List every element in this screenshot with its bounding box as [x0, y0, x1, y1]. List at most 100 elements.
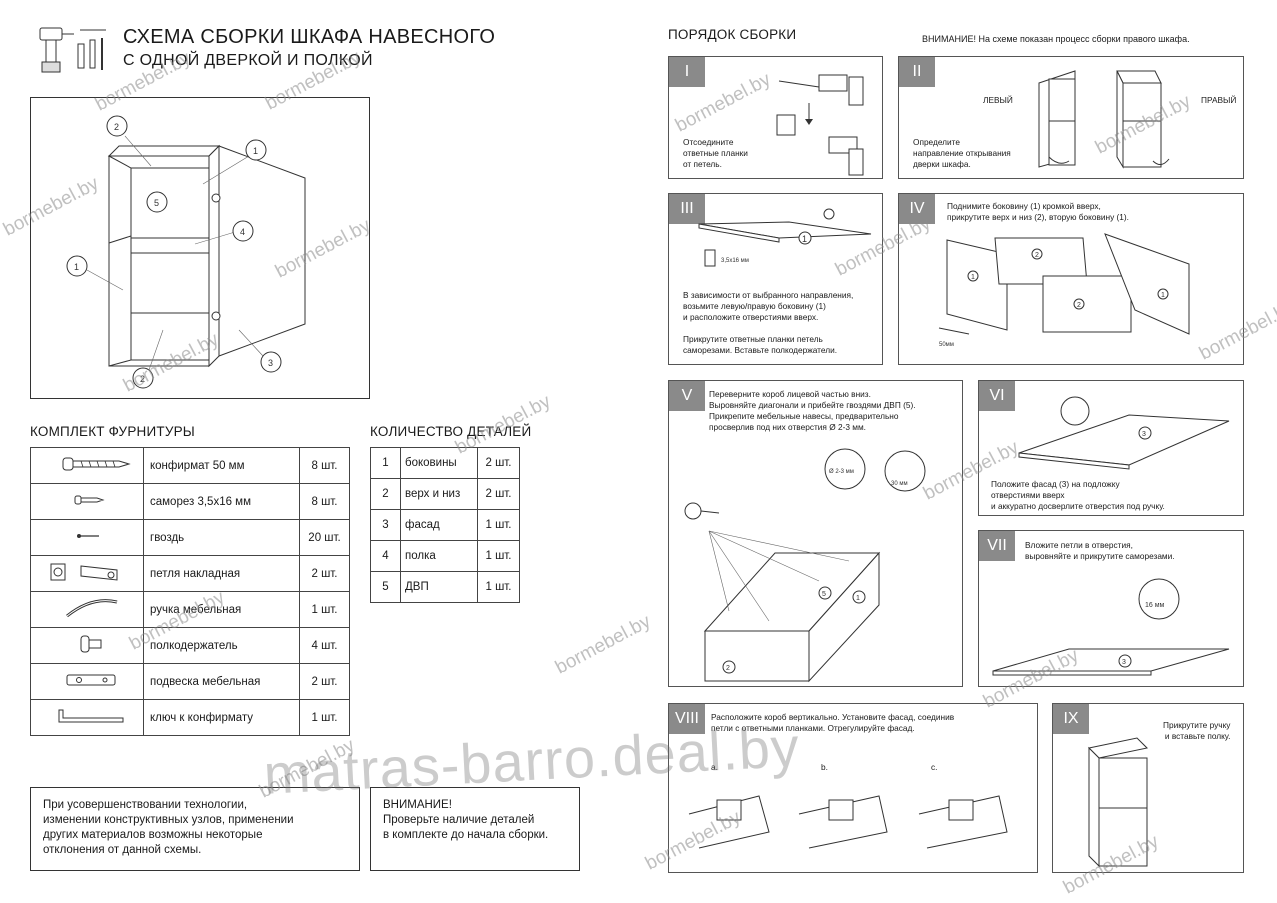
hardware-name: саморез 3,5х16 мм [143, 483, 300, 520]
shelf-pin-icon [80, 635, 102, 653]
svg-text:3: 3 [1142, 431, 1146, 438]
table-row: конфирмат 50 мм 8 шт. [30, 447, 350, 484]
hardware-table: конфирмат 50 мм 8 шт. саморез 3,5х16 мм … [30, 447, 350, 736]
hinge-icon [50, 563, 118, 581]
step-3-text: В зависимости от выбранного направления,… [683, 290, 854, 355]
svg-text:1: 1 [802, 234, 807, 244]
hardware-qty: 20 шт. [299, 519, 350, 556]
step-4-panel: IV Поднимите боковину (1) кромкой вверх,… [898, 193, 1244, 365]
table-row: ключ к конфирмату 1 шт. [30, 699, 350, 736]
parts-heading: КОЛИЧЕСТВО ДЕТАЛЕЙ [370, 424, 532, 439]
step-number: VI [979, 381, 1015, 411]
svg-text:4: 4 [240, 227, 245, 237]
tools-icon [36, 22, 112, 78]
svg-text:2: 2 [1077, 302, 1081, 309]
hardware-qty: 4 шт. [299, 627, 350, 664]
hardware-qty: 1 шт. [299, 699, 350, 736]
nail-icon [77, 534, 99, 538]
step-number: IV [899, 194, 935, 224]
hardware-name: подвеска мебельная [143, 663, 300, 700]
hardware-name: гвоздь [143, 519, 300, 556]
table-row: подвеска мебельная 2 шт. [30, 663, 350, 700]
hanger-icon [66, 674, 116, 686]
screw-size-label: 3,5х16 мм [721, 258, 749, 264]
table-row: саморез 3,5х16 мм 8 шт. [30, 483, 350, 520]
warning-note: ВНИМАНИЕ! Проверьте наличие деталей в ко… [370, 787, 580, 871]
attention-text: ВНИМАНИЕ! На схеме показан процесс сборк… [922, 34, 1190, 44]
table-row: ручка мебельная 1 шт. [30, 591, 350, 628]
hardware-qty: 8 шт. [299, 483, 350, 520]
hardware-name: ключ к конфирмату [143, 699, 300, 736]
step-number: III [669, 194, 705, 224]
step-number: VIII [669, 704, 705, 734]
hardware-name: петля накладная [143, 555, 300, 592]
hardware-qty: 2 шт. [299, 555, 350, 592]
left-label: ЛЕВЫЙ [983, 95, 1013, 105]
screw-size-label: 16 мм [1145, 602, 1165, 609]
svg-text:3: 3 [268, 358, 273, 368]
step-8-text: Расположите короб вертикально. Установит… [711, 712, 955, 733]
table-row: петля накладная 2 шт. [30, 555, 350, 592]
drill-size-label: Ø 2-3 мм [829, 469, 854, 475]
table-row: полкодержатель 4 шт. [30, 627, 350, 664]
hardware-heading: КОМПЛЕКТ ФУРНИТУРЫ [30, 424, 195, 439]
step-number: IX [1053, 704, 1089, 734]
warning-title: ВНИМАНИЕ! [383, 799, 452, 811]
step-7-text: Вложите петли в отверстия,выровняйте и п… [1025, 540, 1175, 561]
svg-text:5: 5 [154, 198, 159, 208]
confirmat-size-label: 50мм [939, 342, 954, 348]
svg-text:1: 1 [971, 274, 975, 281]
step-5-panel: V Переверните короб лицевой частью вниз.… [668, 380, 963, 687]
svg-text:2: 2 [1035, 252, 1039, 259]
svg-text:1: 1 [253, 146, 258, 156]
step-number: VII [979, 531, 1015, 561]
step-7-panel: VII Вложите петли в отверстия,выровняйте… [978, 530, 1244, 687]
right-label: ПРАВЫЙ [1201, 95, 1237, 105]
svg-text:2: 2 [140, 374, 145, 384]
watermark: bormebel.by [552, 610, 655, 679]
svg-text:1: 1 [856, 595, 860, 602]
hardware-qty: 8 шт. [299, 447, 350, 484]
improvement-note: При усовершенствовании технологии, измен… [30, 787, 360, 871]
step-number: I [669, 57, 705, 87]
step-4-text: Поднимите боковину (1) кромкой вверх,при… [947, 201, 1129, 222]
hex-key-icon [58, 709, 124, 723]
assembly-order-heading: ПОРЯДОК СБОРКИ [668, 27, 797, 42]
table-row: гвоздь 20 шт. [30, 519, 350, 556]
depth-label: 30 мм [891, 481, 908, 487]
label-2-top: 2 [114, 122, 119, 132]
handle-icon [66, 599, 118, 618]
small-screw-icon [74, 495, 105, 505]
step-8-panel: VIII Расположите короб вертикально. Уста… [668, 703, 1038, 873]
confirmat-screw-icon [62, 457, 131, 471]
hardware-qty: 1 шт. [299, 591, 350, 628]
svg-text:2: 2 [726, 665, 730, 672]
sub-c: c. [931, 762, 938, 772]
svg-text:3: 3 [1122, 659, 1126, 666]
step-5-text: Переверните короб лицевой частью вниз.Вы… [709, 389, 916, 432]
svg-text:1: 1 [74, 262, 79, 272]
step-3-panel: III 1 3,5х16 мм В зависимости от выбранн… [668, 193, 883, 365]
hardware-qty: 2 шт. [299, 663, 350, 700]
step-number: V [669, 381, 705, 411]
page-subtitle: С ОДНОЙ ДВЕРКОЙ И ПОЛКОЙ [123, 52, 373, 69]
hardware-name: конфирмат 50 мм [143, 447, 300, 484]
sub-b: b. [821, 762, 828, 772]
cabinet-diagram: 2 4 5 1 1 2 3 [30, 97, 370, 399]
page-title: СХЕМА СБОРКИ ШКАФА НАВЕСНОГО [123, 26, 496, 48]
svg-text:5: 5 [822, 591, 826, 598]
